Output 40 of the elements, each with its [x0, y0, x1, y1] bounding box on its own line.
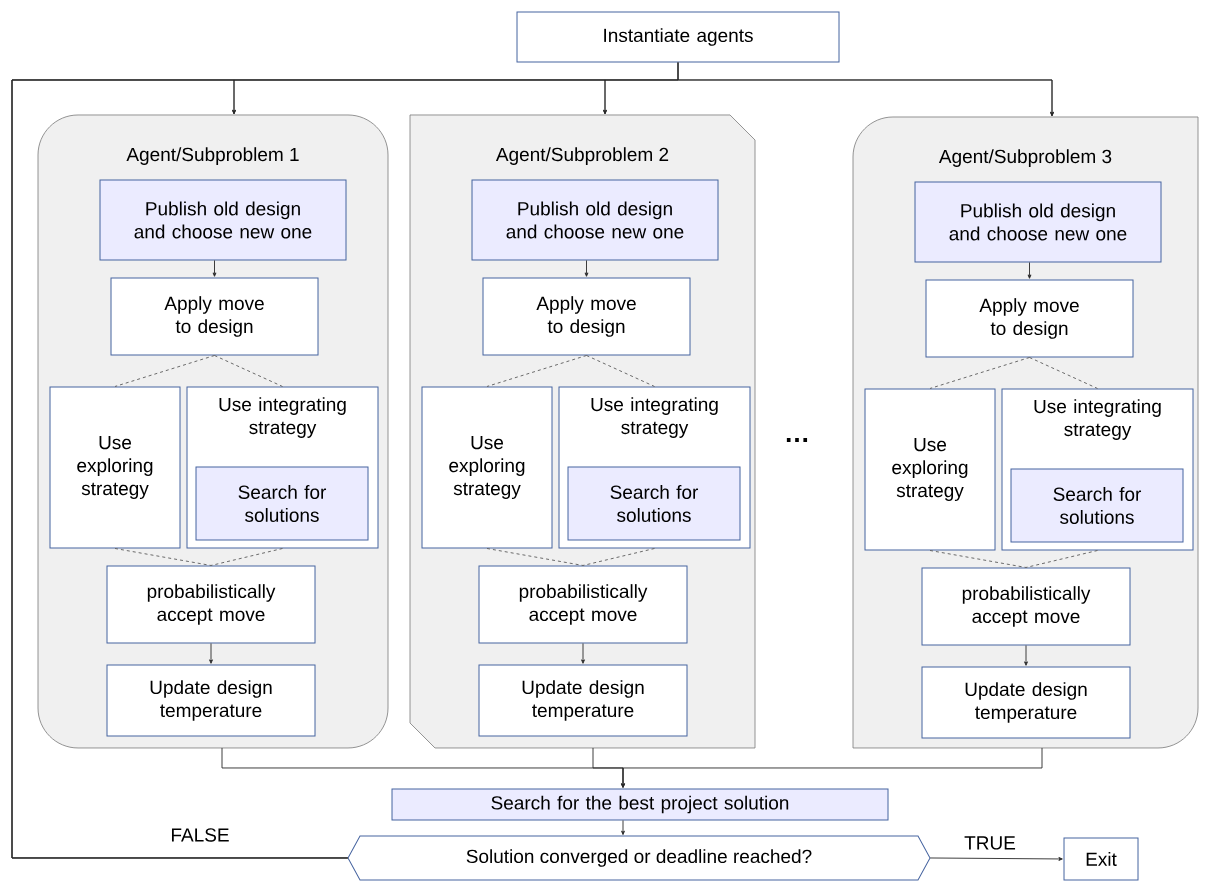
process-box: probabilistically accept move: [478, 565, 688, 644]
arrow: [581, 643, 585, 664]
dashed-line: [929, 357, 1030, 389]
process-box: Search for solutions: [1010, 468, 1184, 543]
edge-label: FALSE: [172, 828, 229, 842]
arrow: [209, 643, 213, 664]
ellipsis: …: [786, 438, 808, 442]
process-box: Apply move to design: [482, 277, 691, 356]
arrow: [212, 260, 217, 277]
arrow: [584, 260, 589, 277]
dashed-line: [214, 355, 283, 387]
process-box: Use exploring strategy: [49, 386, 181, 549]
arrow: [1027, 262, 1032, 279]
process-box: Search for the best project solution: [391, 788, 889, 821]
dashed-line: [114, 355, 215, 387]
process-box: Apply move to design: [110, 277, 319, 356]
arrow: [621, 820, 625, 836]
arrow: [1024, 645, 1028, 666]
process-box: Search for solutions: [195, 466, 369, 541]
dashed-line: [586, 355, 655, 387]
process-box: Update design temperature: [106, 664, 316, 737]
arrow: [11, 79, 1054, 859]
process-box: probabilistically accept move: [921, 567, 1131, 646]
process-box: Exit: [1063, 837, 1139, 881]
dashed-line: [486, 355, 587, 387]
process-box: Update design temperature: [921, 666, 1131, 739]
process-box: Publish old design and choose new one: [99, 179, 347, 261]
arrow: [621, 747, 1043, 788]
process-box: Search for solutions: [567, 466, 741, 541]
process-box: Update design temperature: [478, 664, 688, 737]
arrow: [929, 857, 1063, 861]
process-box: Apply move to design: [925, 279, 1134, 358]
process-box: Publish old design and choose new one: [471, 179, 719, 261]
dashed-line: [1029, 357, 1098, 389]
process-box: Publish old design and choose new one: [914, 181, 1162, 263]
process-box: Instantiate agents: [516, 11, 840, 63]
process-box: Use exploring strategy: [421, 386, 553, 549]
process-box: Use exploring strategy: [864, 388, 996, 551]
edge-label: TRUE: [964, 836, 1016, 850]
process-box: probabilistically accept move: [106, 565, 316, 644]
